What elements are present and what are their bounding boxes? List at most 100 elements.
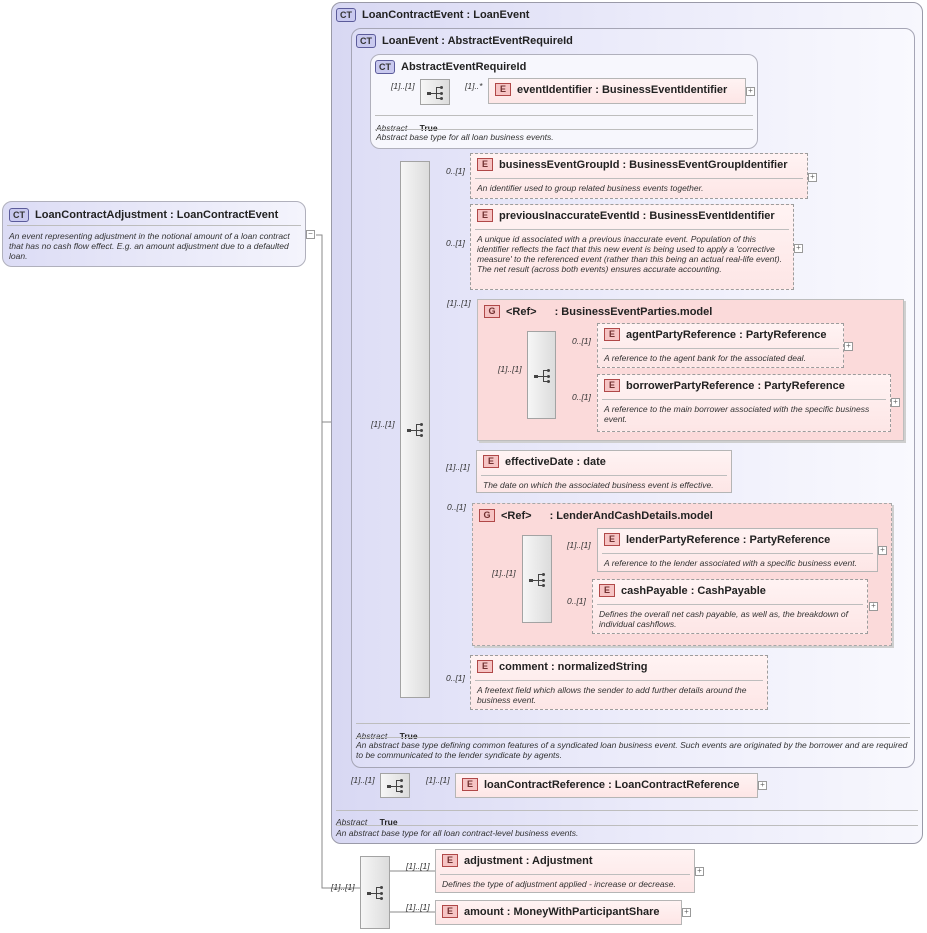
element-title: comment : normalizedString: [499, 660, 648, 673]
abstract-event-require-id-title: AbstractEventRequireId: [401, 61, 527, 73]
sequence-icon: [534, 369, 552, 383]
expand-icon[interactable]: +: [878, 546, 887, 555]
expand-icon[interactable]: +: [869, 602, 878, 611]
group-title: : BusinessEventParties.model: [554, 305, 713, 318]
loan-contract-event-title: LoanContractEvent : LoanEvent: [362, 9, 530, 21]
element-description: The date on which the associated busines…: [483, 480, 714, 490]
expand-icon[interactable]: +: [808, 173, 817, 182]
expand-icon[interactable]: +: [695, 867, 704, 876]
sequence-icon: [529, 573, 547, 587]
cardinality-label: [1]..[1]: [498, 364, 522, 374]
expand-icon[interactable]: +: [682, 908, 691, 917]
element-title: adjustment : Adjustment: [464, 854, 593, 867]
loan-contract-ref-sequence[interactable]: [380, 773, 410, 798]
cardinality-label: 0..[1]: [446, 238, 465, 248]
cardinality-label: [1]..[1]: [351, 775, 375, 785]
cardinality-label: [1]..[1]: [447, 298, 471, 308]
parties-sequence-compositor[interactable]: [527, 331, 556, 419]
abstract-value: True: [379, 817, 398, 827]
cardinality-label: [1]..[1]: [331, 882, 355, 892]
element-description: An identifier used to group related busi…: [477, 183, 704, 193]
cardinality-label: 0..[1]: [446, 673, 465, 683]
cardinality-label: [1]..[1]: [391, 81, 415, 91]
element-description: Defines the overall net cash payable, as…: [599, 609, 849, 629]
root-description: An event representing adjustment in the …: [9, 231, 290, 261]
cardinality-label: 0..[1]: [567, 596, 586, 606]
collapse-icon[interactable]: −: [306, 230, 315, 239]
element-title: lenderPartyReference : PartyReference: [626, 533, 831, 546]
ref-label: <Ref>: [506, 305, 537, 318]
abstract-label: Abstract: [376, 123, 408, 133]
element-description: A unique id associated with a previous i…: [477, 234, 782, 274]
element-icon: E: [462, 778, 478, 791]
ref-label: <Ref>: [501, 509, 532, 522]
cardinality-label: [1]..[1]: [371, 419, 395, 429]
expand-icon[interactable]: +: [891, 398, 900, 407]
element-description: A freetext field which allows the sender…: [477, 685, 747, 705]
element-icon: E: [442, 905, 458, 918]
loan-event-title: LoanEvent : AbstractEventRequireId: [382, 35, 573, 47]
element-title: loanContractReference : LoanContractRefe…: [484, 778, 740, 791]
expand-icon[interactable]: +: [794, 244, 803, 253]
abstract-event-require-id-description: Abstract base type for all loan business…: [376, 132, 554, 142]
complex-type-icon: CT: [356, 34, 376, 48]
loan-event-description: An abstract base type defining common fe…: [356, 740, 908, 760]
element-title: eventIdentifier : BusinessEventIdentifie…: [517, 83, 728, 96]
group-title: : LenderAndCashDetails.model: [549, 509, 713, 522]
element-icon: E: [483, 455, 499, 468]
expand-icon[interactable]: +: [758, 781, 767, 790]
lender-sequence-compositor[interactable]: [522, 535, 552, 623]
element-title: cashPayable : CashPayable: [621, 584, 766, 597]
sequence-icon: [387, 779, 405, 793]
element-icon: E: [604, 328, 620, 341]
element-icon: E: [442, 854, 458, 867]
element-icon: E: [477, 660, 493, 673]
element-description: A reference to the agent bank for the as…: [604, 353, 806, 363]
expand-icon[interactable]: +: [844, 342, 853, 351]
abstract-value: True: [399, 731, 418, 741]
cardinality-label: [1]..[1]: [567, 540, 591, 550]
cardinality-label: [1]..[1]: [406, 861, 430, 871]
abstract-value: True: [419, 123, 438, 133]
element-title: businessEventGroupId : BusinessEventGrou…: [499, 158, 788, 171]
group-icon: G: [484, 305, 500, 318]
element-icon: E: [477, 158, 493, 171]
sequence-compositor[interactable]: [420, 79, 450, 105]
cardinality-label: [1]..[1]: [426, 775, 450, 785]
element-icon: E: [604, 379, 620, 392]
complex-type-icon: CT: [336, 8, 356, 22]
element-title: borrowerPartyReference : PartyReference: [626, 379, 845, 392]
expand-icon[interactable]: +: [746, 87, 755, 96]
element-title: effectiveDate : date: [505, 455, 606, 468]
adjustment-sequence-compositor[interactable]: [360, 856, 390, 929]
main-sequence-compositor[interactable]: [400, 161, 430, 698]
element-icon: E: [604, 533, 620, 546]
element-title: amount : MoneyWithParticipantShare: [464, 905, 660, 918]
cardinality-label: [1]..[1]: [406, 902, 430, 912]
root-complex-type[interactable]: CT LoanContractAdjustment : LoanContract…: [2, 201, 306, 267]
sequence-icon: [407, 423, 425, 437]
element-icon: E: [495, 83, 511, 96]
element-title: previousInaccurateEventId : BusinessEven…: [499, 209, 775, 222]
element-icon: E: [599, 584, 615, 597]
cardinality-label: 0..[1]: [447, 502, 466, 512]
cardinality-label: [1]..[1]: [492, 568, 516, 578]
cardinality-label: 0..[1]: [572, 392, 591, 402]
cardinality-label: 0..[1]: [446, 166, 465, 176]
complex-type-icon: CT: [9, 208, 29, 222]
group-icon: G: [479, 509, 495, 522]
cardinality-label: [1]..*: [465, 81, 483, 91]
element-description: Defines the type of adjustment applied -…: [442, 879, 676, 889]
